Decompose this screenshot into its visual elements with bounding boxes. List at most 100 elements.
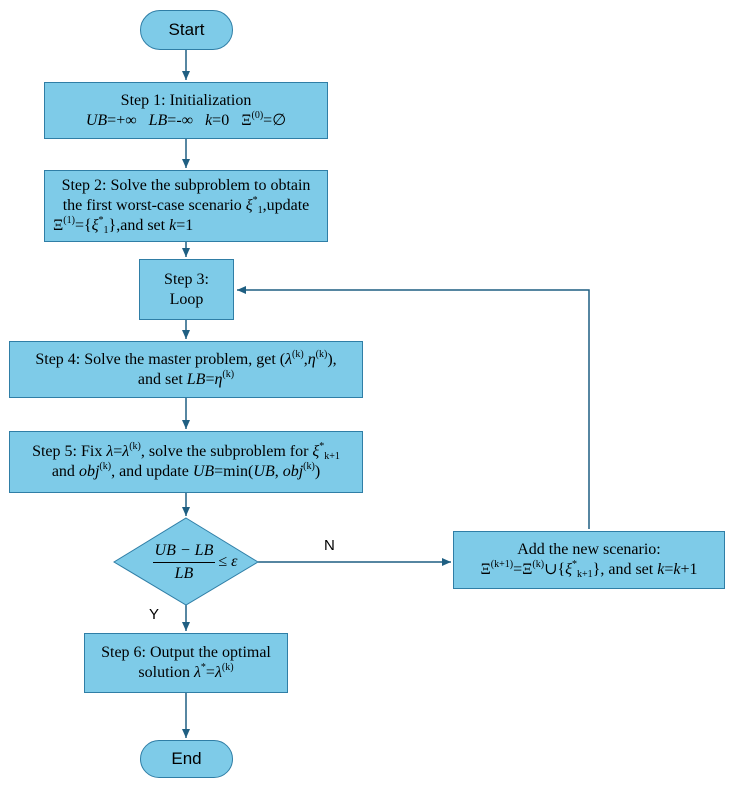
zeta4-sup: * <box>572 559 578 570</box>
step4-eq: = <box>205 370 215 388</box>
zeta2-symbol: ξ <box>91 217 99 234</box>
step1-box: Step 1: Initialization UB=+∞ LB=-∞ k=0 Ξ… <box>44 82 328 139</box>
eta-sup: (k) <box>315 348 328 360</box>
step5-sep: , <box>274 463 283 480</box>
add-plus: +1 <box>680 561 698 578</box>
lb2-symbol: LB <box>186 370 206 388</box>
step1-formula: UB=+∞ LB=-∞ k=0 Ξ(0)=∅ <box>85 109 287 131</box>
step3-box: Step 3: Loop <box>139 259 234 320</box>
step6-eq: = <box>205 664 215 681</box>
step4-text: Step 4: Solve the master problem, get ( <box>35 350 286 368</box>
condition-denominator: LB <box>174 564 194 582</box>
step5-fix: Step 5: Fix <box>32 443 107 460</box>
zeta4-symbol: ξ <box>565 561 573 578</box>
k1-value: =1 <box>176 217 194 234</box>
step2-box: Step 2: Solve the subproblem to obtain t… <box>44 170 328 242</box>
condition-fraction: UB − LB LB <box>152 542 216 583</box>
xi1-sup: (1) <box>63 215 75 226</box>
step4-box: Step 4: Solve the master problem, get (λ… <box>9 341 363 398</box>
xi-k-sup: (k) <box>532 559 545 570</box>
lambda4-sup: (k) <box>129 441 141 452</box>
step6-box: Step 6: Output the optimal solution λ*=λ… <box>84 633 288 693</box>
lb-value: =-∞ <box>167 111 194 129</box>
add-line2: Ξ(k+1)=Ξ(k)∪{ξ*k+1}, and set k=k+1 <box>480 560 697 580</box>
step4-line1: Step 4: Solve the master problem, get (λ… <box>35 348 337 370</box>
lb-symbol: LB <box>148 111 168 129</box>
step4-set: and set <box>137 370 187 388</box>
step5-update: , and update <box>111 463 193 480</box>
edge-add-step3-loop <box>237 286 590 529</box>
xi-k-symbol: Ξ <box>522 561 533 578</box>
xi-value: =∅ <box>263 111 287 129</box>
add-scenario-box: Add the new scenario: Ξ(k+1)=Ξ(k)∪{ξ*k+1… <box>453 531 725 589</box>
k1-symbol: k <box>169 217 177 234</box>
zeta4-sub: k+1 <box>577 569 593 580</box>
add-line1: Add the new scenario: <box>517 541 661 558</box>
condition-numerator: UB − LB <box>152 542 216 563</box>
step4-comma: , <box>303 350 308 368</box>
xi-symbol: Ξ <box>241 111 252 129</box>
xi-k1-symbol: Ξ <box>480 561 491 578</box>
lambda-sup: (k) <box>292 348 304 360</box>
eta-symbol: η <box>307 350 316 368</box>
step5-line1: Step 5: Fix λ=λ(k), solve the subproblem… <box>32 442 340 462</box>
zeta-symbol: ξ <box>245 197 253 214</box>
xi-superscript: (0) <box>251 109 264 121</box>
step2-line2: the first worst-case scenario ξ*1,update <box>63 196 310 216</box>
zeta3-sup: * <box>319 441 325 452</box>
decision-condition: UB − LB LB ≤ ε <box>147 534 243 590</box>
step4-close: ), <box>327 350 337 368</box>
step2-line1: Step 2: Solve the subproblem to obtain <box>61 177 311 194</box>
xi1-symbol: Ξ <box>53 217 64 234</box>
ub4-symbol: UB <box>253 463 275 480</box>
obj2-symbol: obj <box>282 463 304 480</box>
step6-solution: solution <box>138 664 194 681</box>
obj-symbol: obj <box>78 463 100 480</box>
lambda6-sup: (k) <box>221 662 234 673</box>
ub3-symbol: UB <box>192 463 215 480</box>
add-eq2: = <box>664 561 674 578</box>
zeta-sub: 1 <box>257 205 263 216</box>
add-set: }, and set <box>592 561 658 578</box>
zeta-sup: * <box>252 195 258 206</box>
zeta3-sub: k+1 <box>324 451 340 462</box>
lambda5-symbol: λ <box>193 664 201 681</box>
step5-min: =min( <box>214 463 254 480</box>
no-label: N <box>324 537 335 554</box>
obj-sup: (k) <box>99 461 112 472</box>
step5-eq: = <box>113 443 123 460</box>
ub-symbol: UB <box>85 111 108 129</box>
eta2-symbol: η <box>214 370 223 388</box>
k2-symbol: k <box>657 561 665 578</box>
zeta2-sub: 1 <box>103 225 109 236</box>
lambda6-symbol: λ <box>214 664 222 681</box>
k3-symbol: k <box>673 561 681 578</box>
step2-line3: Ξ(1)={ξ*1},and set k=1 <box>53 216 193 236</box>
step5-box: Step 5: Fix λ=λ(k), solve the subproblem… <box>9 431 363 493</box>
step2-update: ,update <box>262 197 310 214</box>
step2-set-k: },and set <box>108 217 170 234</box>
step5-line2: and obj(k), and update UB=min(UB, obj(k)… <box>52 462 320 482</box>
k-symbol: k <box>205 111 213 129</box>
start-node: Start <box>140 10 233 50</box>
ub-value: =+∞ <box>107 111 137 129</box>
step5-solve: , solve the subproblem for <box>140 443 313 460</box>
add-eq: = <box>513 561 523 578</box>
k-value: =0 <box>212 111 230 129</box>
step3-line1: Step 3: <box>164 270 209 288</box>
step2-line2-text: the first worst-case scenario <box>62 197 246 214</box>
lambda5-sup: * <box>200 662 206 673</box>
condition-relation: ≤ ε <box>218 553 238 570</box>
yes-label: Y <box>149 606 160 623</box>
step3-line2: Loop <box>169 290 204 308</box>
obj2-sup: (k) <box>303 461 315 472</box>
union-symbol: ∪{ <box>544 561 566 578</box>
zeta3-symbol: ξ <box>312 443 320 460</box>
lambda3-symbol: λ <box>106 443 114 460</box>
zeta2-sup: * <box>98 215 104 226</box>
lambda-symbol: λ <box>285 350 293 368</box>
eta2-sup: (k) <box>222 368 235 380</box>
step2-set-open: ={ <box>74 217 92 234</box>
step5-and: and <box>51 463 79 480</box>
step4-line2: and set LB=η(k) <box>137 368 235 390</box>
